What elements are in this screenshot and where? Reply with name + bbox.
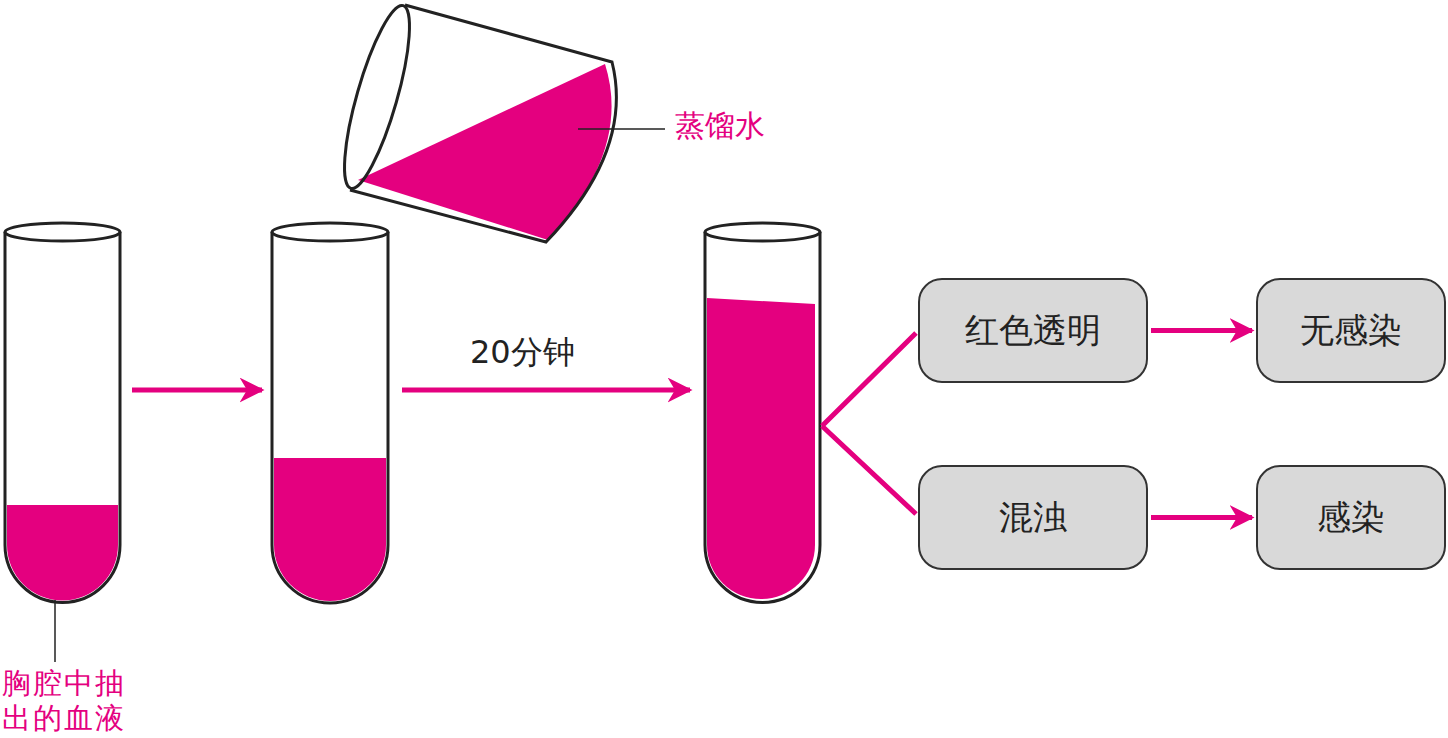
box-text: 混浊 [999, 495, 1067, 541]
time-label: 20分钟 [470, 333, 575, 371]
process-box: 红色透明 [918, 278, 1148, 383]
box-text: 无感染 [1300, 308, 1402, 354]
sample-label: 胸腔中抽 出的血液 [2, 666, 130, 736]
flow-arrow [132, 388, 262, 393]
test-tube [272, 223, 388, 603]
leader-line [578, 128, 665, 130]
flow-arrow [1151, 328, 1252, 333]
branch-line [822, 333, 916, 514]
flow-arrow [1151, 515, 1252, 520]
leader-line [54, 600, 56, 662]
flow-arrow [402, 388, 690, 393]
process-box: 混浊 [918, 465, 1148, 570]
process-box: 感染 [1256, 465, 1446, 570]
beaker [332, 0, 617, 242]
substance-label: 蒸馏水 [675, 108, 765, 144]
test-tube [705, 223, 820, 602]
box-text: 感染 [1317, 495, 1385, 541]
process-box: 无感染 [1256, 278, 1446, 383]
test-tube [5, 223, 120, 602]
box-text: 红色透明 [965, 308, 1101, 354]
